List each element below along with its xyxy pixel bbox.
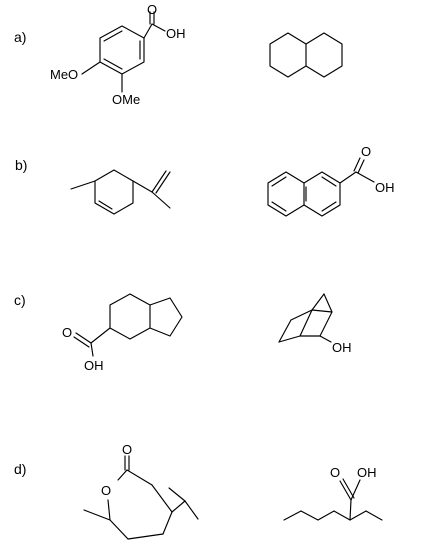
hydroxyl-label: OH — [166, 26, 186, 41]
carbonyl-oxygen-label: O — [330, 465, 340, 480]
structure-a-decalin — [269, 32, 343, 78]
problem-label-c: c) — [14, 292, 26, 308]
structure-a-veratric-acid: O OH MeO OMe — [50, 2, 186, 107]
hydroxyl-label: OH — [357, 465, 377, 480]
problem-label-b: b) — [15, 157, 27, 173]
hydroxyl-label: OH — [84, 358, 104, 373]
structure-c-hydrindane-carboxylic-acid: O OH — [62, 293, 183, 373]
problem-label-a: a) — [14, 29, 26, 45]
problem-label-d: d) — [14, 461, 26, 477]
methoxy-label: OMe — [112, 92, 140, 107]
structure-b-naphthoic-acid: O OH — [267, 144, 395, 217]
structure-d-lactone: O O — [83, 442, 199, 540]
structure-b-limonene — [70, 169, 171, 215]
carbonyl-oxygen-label: O — [147, 2, 157, 17]
carbonyl-oxygen-label: O — [361, 144, 371, 159]
hydroxyl-label: OH — [332, 340, 352, 355]
ring-oxygen-label: O — [101, 483, 111, 498]
carbonyl-oxygen-label: O — [62, 325, 72, 340]
hydroxyl-label: OH — [375, 180, 395, 195]
structure-c-norborneol: OH — [278, 293, 352, 355]
carbonyl-oxygen-label: O — [122, 442, 132, 457]
methoxy-label: MeO — [50, 67, 78, 82]
structure-d-ethylhexanoic-acid: O OH — [283, 465, 383, 521]
